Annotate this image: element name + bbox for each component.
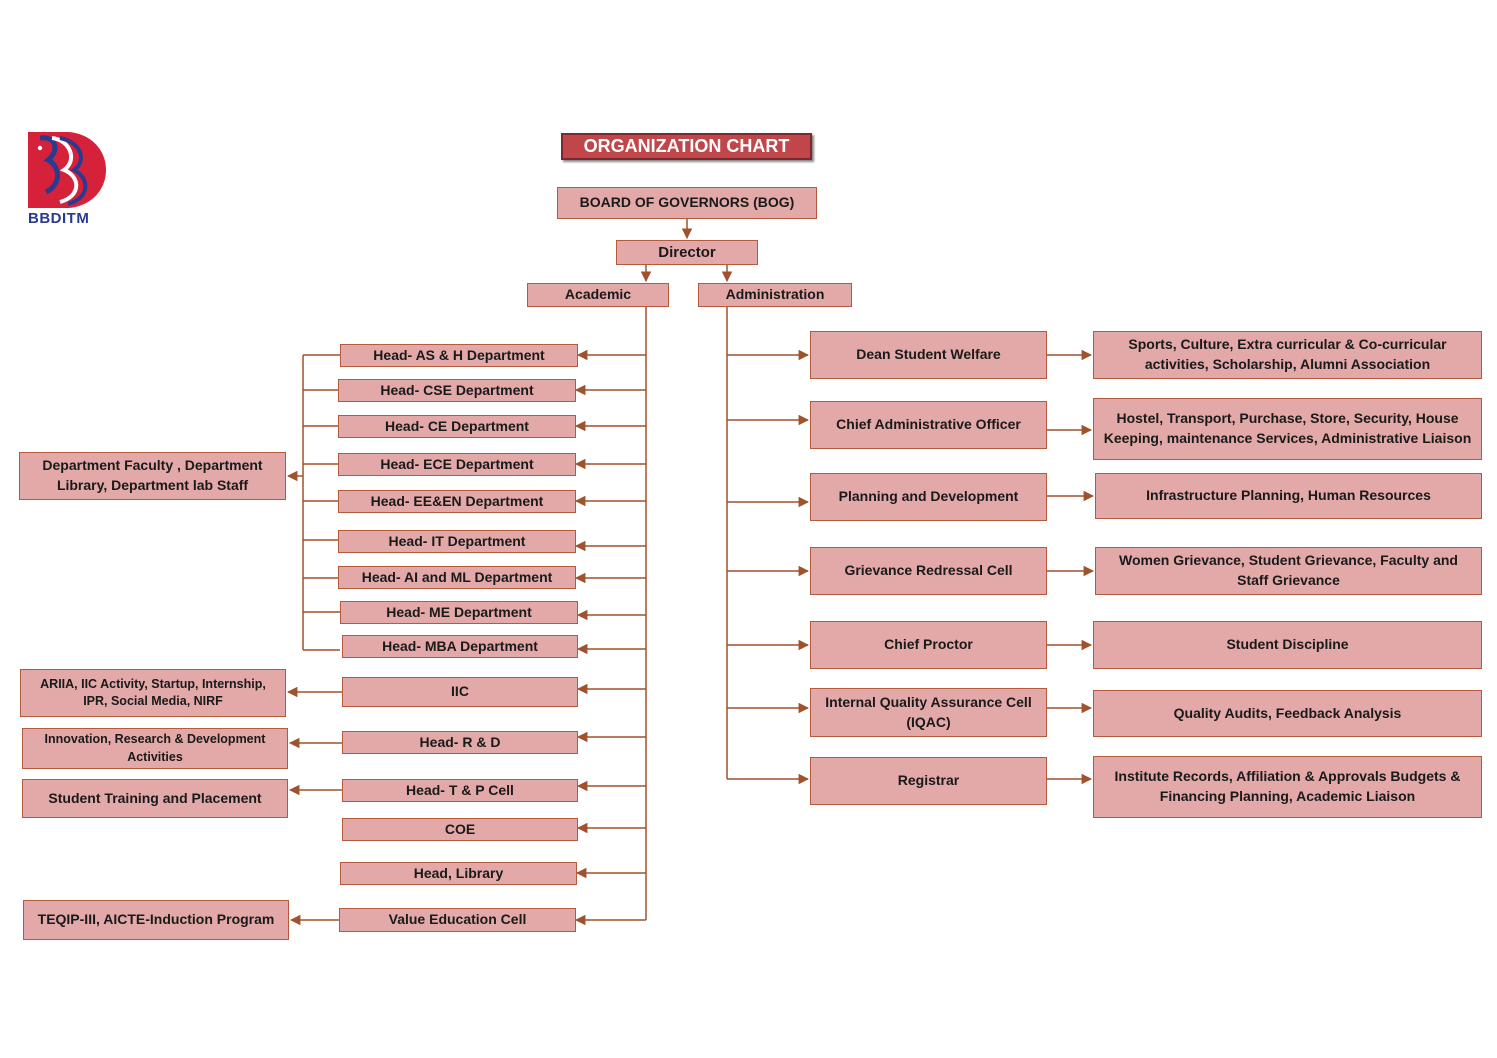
node-head-aiml: Head- AI and ML Department [338, 566, 576, 589]
logo-text: BBDITM [28, 210, 90, 227]
node-tp-activities: Student Training and Placement [22, 779, 288, 818]
node-academic: Academic [527, 283, 669, 307]
node-chief-proctor: Chief Proctor [810, 621, 1047, 669]
node-coe: COE [342, 818, 578, 841]
node-rd-activities: Innovation, Research & Development Activ… [22, 728, 288, 769]
node-head-ece: Head- ECE Department [338, 453, 576, 476]
node-registrar: Registrar [810, 757, 1047, 805]
node-director: Director [616, 240, 758, 265]
node-pd-functions: Infrastructure Planning, Human Resources [1095, 473, 1482, 519]
bbditm-logo [28, 132, 106, 208]
node-chief-admin-officer: Chief Administrative Officer [810, 401, 1047, 449]
node-iic-activities: ARIIA, IIC Activity, Startup, Internship… [20, 669, 286, 717]
node-head-rd: Head- R & D [342, 731, 578, 754]
node-head-me: Head- ME Department [340, 601, 578, 624]
node-head-ash: Head- AS & H Department [340, 344, 578, 367]
node-head-cse: Head- CSE Department [338, 379, 576, 402]
node-dean-student-welfare: Dean Student Welfare [810, 331, 1047, 379]
node-ve-activities: TEQIP-III, AICTE-Induction Program [23, 900, 289, 940]
node-proctor-functions: Student Discipline [1093, 621, 1482, 669]
node-dsw-functions: Sports, Culture, Extra curricular & Co-c… [1093, 331, 1482, 379]
node-grievance-cell: Grievance Redressal Cell [810, 547, 1047, 595]
node-iic: IIC [342, 677, 578, 707]
node-head-ce: Head- CE Department [338, 415, 576, 438]
node-head-mba: Head- MBA Department [342, 635, 578, 658]
node-head-library: Head, Library [340, 862, 577, 885]
node-iqac: Internal Quality Assurance Cell (IQAC) [810, 688, 1047, 737]
node-iqac-functions: Quality Audits, Feedback Analysis [1093, 690, 1482, 737]
node-head-it: Head- IT Department [338, 530, 576, 553]
node-grievance-functions: Women Grievance, Student Grievance, Facu… [1095, 547, 1482, 595]
node-head-tp: Head- T & P Cell [342, 779, 578, 802]
node-cao-functions: Hostel, Transport, Purchase, Store, Secu… [1093, 398, 1482, 460]
node-planning-development: Planning and Development [810, 473, 1047, 521]
node-head-eeen: Head- EE&EN Department [338, 490, 576, 513]
node-value-education: Value Education Cell [339, 908, 576, 932]
page-title: ORGANIZATION CHART [561, 133, 812, 160]
node-registrar-functions: Institute Records, Affiliation & Approva… [1093, 756, 1482, 818]
node-bog: BOARD OF GOVERNORS (BOG) [557, 187, 817, 219]
node-administration: Administration [698, 283, 852, 307]
node-department-staff: Department Faculty , Department Library,… [19, 452, 286, 500]
